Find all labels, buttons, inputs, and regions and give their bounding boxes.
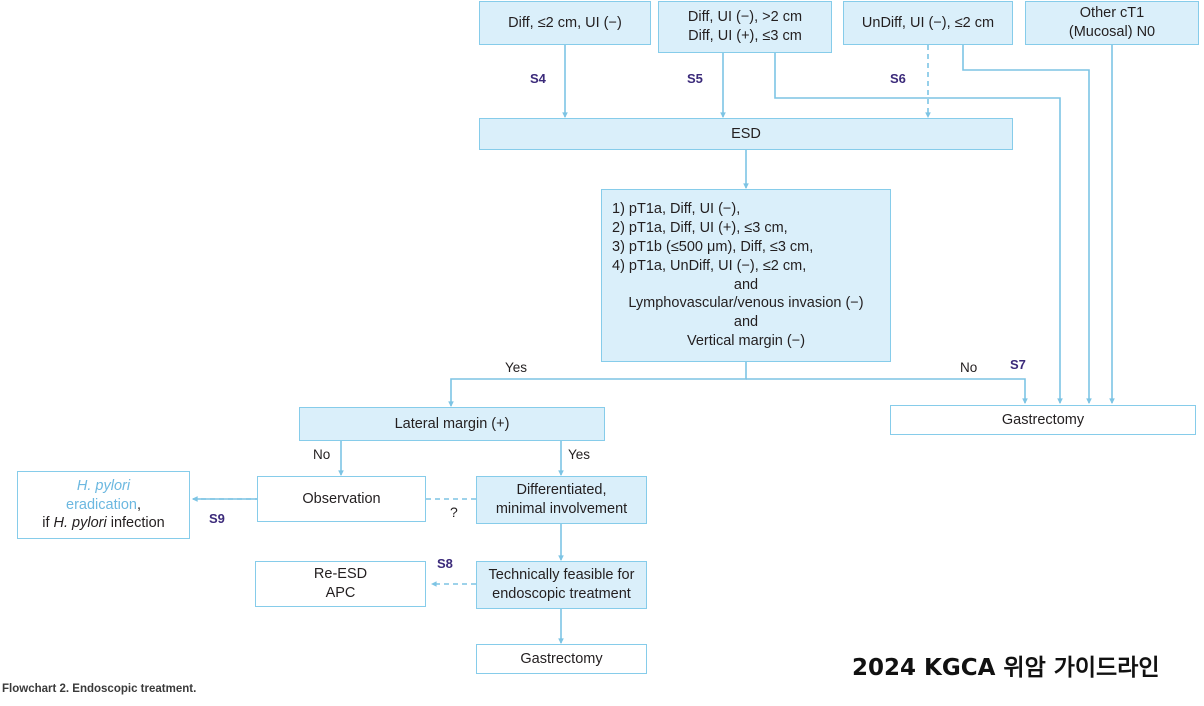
node-label-line2: (Mucosal) N0 (1068, 24, 1156, 40)
node-label-line1: Diff, UI (−), >2 cm (687, 9, 803, 26)
node-undiff-ui-neg-2cm[interactable]: UnDiff, UI (−), ≤2 cm (843, 1, 1013, 45)
node-differentiated-minimal-involvement[interactable]: Differentiated, minimal involvement (476, 476, 647, 524)
node-technically-feasible[interactable]: Technically feasible for endoscopic trea… (476, 561, 647, 609)
node-diff-ui-variants[interactable]: Diff, UI (−), >2 cm Diff, UI (+), ≤3 cm (658, 1, 832, 53)
step-label-s8: S8 (437, 556, 453, 571)
node-label-line1: Re-ESD (313, 566, 368, 583)
node-label: ESD (731, 125, 761, 142)
node-label: Gastrectomy (1001, 411, 1085, 428)
node-label: UnDiff, UI (−), ≤2 cm (861, 14, 995, 31)
node-label-line2: minimal involvement (495, 501, 628, 517)
node-curative-criteria[interactable]: 1) pT1a, Diff, UI (−), 2) pT1a, Diff, UI… (601, 189, 891, 362)
hpylori-if: if (42, 515, 54, 532)
figure-caption: Flowchart 2. Endoscopic treatment. (2, 683, 197, 695)
node-esd[interactable]: ESD (479, 118, 1013, 150)
node-label-line2: Diff, UI (+), ≤3 cm (688, 28, 802, 44)
node-label: Lateral margin (+) (394, 415, 510, 432)
criteria-line-4: 4) pT1a, UnDiff, UI (−), ≤2 cm, (612, 257, 807, 274)
node-label-line1: Technically feasible for (488, 567, 635, 584)
criteria-line-2: 2) pT1a, Diff, UI (+), ≤3 cm, (612, 219, 788, 236)
hpylori-eradication-word: eradication (66, 496, 137, 513)
criteria-line-3: 3) pT1b (≤500 μm), Diff, ≤3 cm, (612, 238, 814, 255)
edge-label-no-lateral: No (313, 447, 331, 462)
hpylori-infection: infection (106, 515, 165, 532)
step-label-s6: S6 (890, 71, 906, 86)
node-label-line2: APC (325, 585, 356, 601)
node-lateral-margin[interactable]: Lateral margin (+) (299, 407, 605, 441)
hpylori-line3: if H. pylori infection (42, 514, 165, 533)
node-observation[interactable]: Observation (257, 476, 426, 522)
node-label: Gastrectomy (520, 650, 603, 667)
guideline-brand: 2024 KGCA 위암 가이드라인 (852, 655, 1160, 681)
node-other-ct1-mucosal-n0[interactable]: Other cT1 (Mucosal) N0 (1025, 1, 1199, 45)
hpylori-line1: H. pylori (76, 477, 131, 494)
node-gastrectomy-right[interactable]: Gastrectomy (890, 405, 1196, 435)
node-hpylori-eradication[interactable]: H. pylori eradication, if H. pylori infe… (17, 471, 190, 539)
node-gastrectomy-bottom[interactable]: Gastrectomy (476, 644, 647, 674)
hpylori-line2: eradication, (66, 496, 141, 515)
node-label-line1: Differentiated, (516, 482, 607, 499)
node-label: Diff, ≤2 cm, UI (−) (508, 14, 622, 31)
step-label-s7: S7 (1010, 357, 1026, 372)
criteria-and-1: and (733, 276, 759, 293)
step-label-s4: S4 (530, 71, 546, 86)
node-re-esd-apc[interactable]: Re-ESD APC (255, 561, 426, 607)
step-label-s5: S5 (687, 71, 703, 86)
node-diff-2cm-ui-neg[interactable]: Diff, ≤2 cm, UI (−) (479, 1, 651, 45)
node-label: Observation (302, 490, 381, 507)
edge-label-yes-lateral: Yes (568, 447, 591, 462)
criteria-vertical-margin: Vertical margin (−) (686, 333, 806, 350)
edge-label-no-criteria: No (960, 360, 978, 375)
step-label-s9: S9 (209, 511, 225, 526)
hpylori-species: H. pylori (53, 515, 107, 532)
hpylori-comma: , (136, 496, 141, 513)
criteria-and-2: and (733, 314, 759, 331)
node-label-line1: Other cT1 (1079, 5, 1145, 22)
edge-label-yes-criteria: Yes (505, 360, 528, 375)
criteria-line-1: 1) pT1a, Diff, UI (−), (612, 201, 741, 218)
edge-label-question: ? (450, 504, 458, 520)
criteria-lymphovascular: Lymphovascular/venous invasion (−) (628, 295, 864, 312)
node-label-line2: endoscopic treatment (492, 586, 631, 602)
